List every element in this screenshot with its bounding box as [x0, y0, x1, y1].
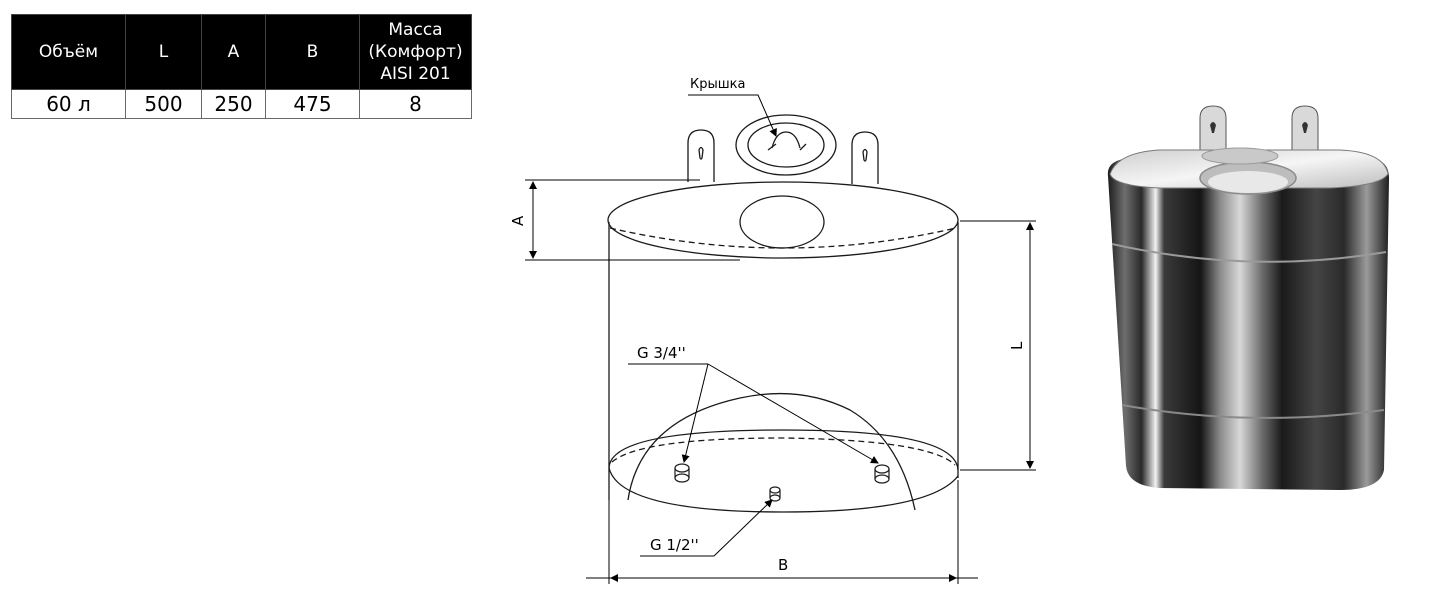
tank-photo	[1107, 105, 1390, 490]
fitting-bottom-label: G 1/2''	[650, 536, 699, 554]
fitting-right	[874, 464, 890, 484]
cell-b: 475	[265, 89, 360, 119]
dimension-b	[586, 480, 978, 584]
header-a: A	[201, 14, 266, 90]
header-mass-line-2: (Комфорт)	[368, 42, 463, 62]
lid-part	[735, 114, 837, 176]
tank-opening	[739, 195, 825, 249]
dim-a-label: A	[509, 215, 527, 226]
dimension-l	[960, 220, 1036, 471]
lid-label: Крышка	[690, 77, 745, 92]
header-b: B	[265, 14, 360, 90]
header-volume: Объём	[11, 14, 126, 90]
photo-seam-bottom	[1121, 404, 1385, 419]
cell-l: 500	[125, 89, 202, 119]
cell-mass: 8	[359, 89, 472, 119]
fitting-bottom-leader	[640, 499, 773, 557]
lid-leader	[688, 94, 777, 137]
dim-b-label: B	[778, 556, 788, 574]
fitting-left	[674, 463, 690, 483]
fitting-top-label: G 3/4''	[637, 344, 686, 362]
dim-l-label: L	[1008, 341, 1026, 350]
cell-a: 250	[201, 89, 266, 119]
mounting-ear-left	[687, 129, 715, 182]
dimension-a	[525, 179, 740, 261]
fitting-top-leaders	[628, 363, 879, 464]
header-mass-line-3: AISI 201	[380, 64, 451, 84]
table-header-row: Объём L A B Масса (Комфорт) AISI 201	[11, 14, 472, 90]
header-mass-line-1: Масса	[388, 20, 443, 40]
spec-table: Объём L A B Масса (Комфорт) AISI 201 60 …	[11, 14, 472, 119]
photo-seam-top	[1111, 243, 1387, 263]
table-row: 60 л 500 250 475 8	[11, 89, 472, 119]
photo-body	[1107, 158, 1390, 490]
header-mass: Масса (Комфорт) AISI 201	[359, 14, 472, 90]
mounting-ear-right	[851, 131, 879, 184]
fitting-bottom	[769, 486, 781, 502]
